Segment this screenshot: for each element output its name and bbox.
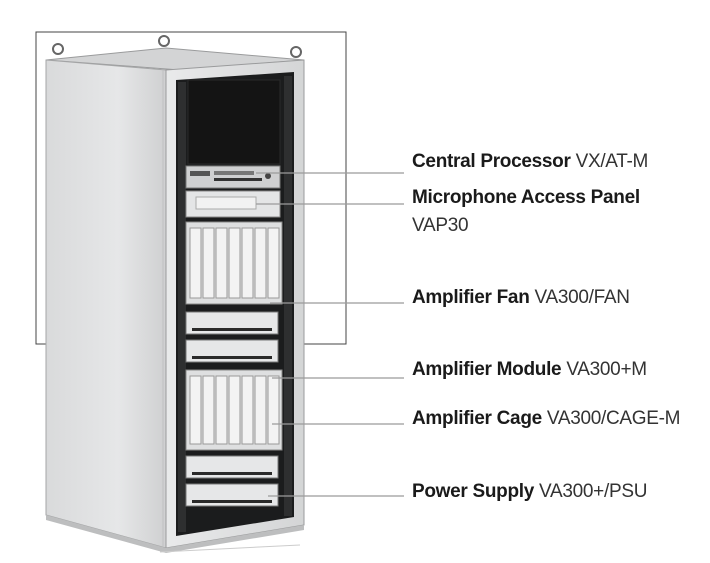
callout-name: Amplifier Cage xyxy=(412,408,542,429)
amplifier-cage-upper xyxy=(185,221,283,305)
callout-leader-lines xyxy=(256,172,404,497)
callout-power-supply: Power Supply VA300+/PSU xyxy=(412,481,647,503)
callout-central-processor: Central Processor VX/AT-M xyxy=(412,151,648,173)
callout-name: Central Processor xyxy=(412,151,571,172)
central-processor-unit xyxy=(185,165,281,189)
callout-amplifier-cage: Amplifier Cage VA300/CAGE-M xyxy=(412,408,681,430)
rack-side-panel xyxy=(45,59,167,549)
power-supply-units xyxy=(185,455,279,507)
lifting-eyes xyxy=(52,35,302,58)
blank-panel xyxy=(187,79,281,165)
callout-amplifier-module: Amplifier Module VA300+M xyxy=(412,359,647,381)
amplifier-cage-lower xyxy=(185,369,283,451)
callout-model: VA300+/PSU xyxy=(539,481,648,502)
callout-model: VA300/CAGE-M xyxy=(546,408,681,429)
callout-microphone-access-panel: Microphone Access Panel VAP30 xyxy=(412,187,640,237)
amplifier-fan-units xyxy=(185,311,279,363)
callout-model: VA300+M xyxy=(566,359,647,380)
callout-amplifier-fan: Amplifier Fan VA300/FAN xyxy=(412,287,630,309)
callout-name: Microphone Access Panel xyxy=(412,187,640,208)
callout-model: VA300/FAN xyxy=(534,287,630,308)
callout-name: Amplifier Fan xyxy=(412,287,530,308)
callout-name: Power Supply xyxy=(412,481,535,502)
callout-model: VAP30 xyxy=(412,215,469,236)
callout-name: Amplifier Module xyxy=(412,359,562,380)
callout-model: VX/AT-M xyxy=(575,151,649,172)
